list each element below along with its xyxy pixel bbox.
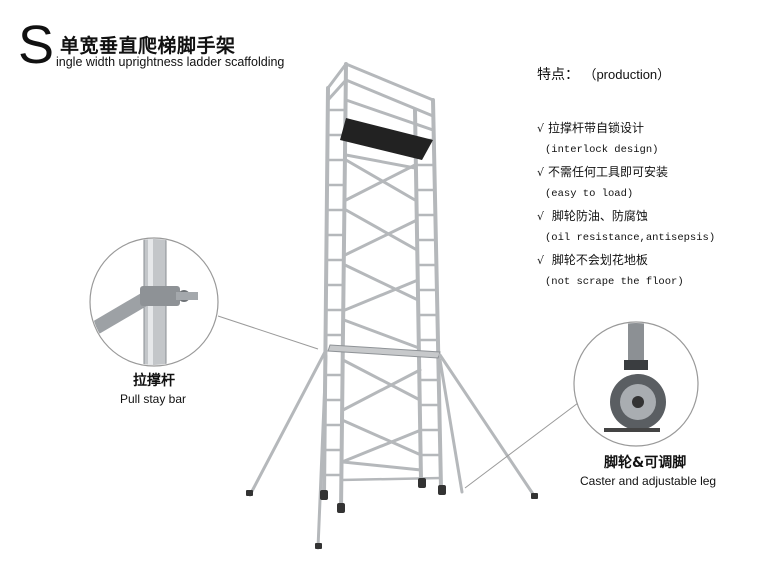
feature-item: √拉撑杆带自锁设计 (interlock design) [537, 117, 767, 161]
caster-detail-circle [573, 321, 699, 447]
feature-cn: √ 脚轮不会划花地板 [537, 249, 767, 271]
feature-item: √ 脚轮防油、防腐蚀 (oil resistance,antisepsis) [537, 205, 767, 249]
ladder-rungs-left [324, 108, 345, 477]
clamp-detail-circle [89, 237, 219, 367]
caster-wheels [246, 478, 538, 549]
feature-en: (interlock design) [545, 144, 659, 156]
check-icon: √ [537, 166, 545, 179]
title-initial-letter: S [18, 15, 55, 75]
caster-label-en: Caster and adjustable leg [580, 474, 717, 488]
pull-stay-bar-label-en: Pull stay bar [120, 392, 187, 406]
feature-en: (oil resistance,antisepsis) [545, 232, 716, 244]
middle-platform [327, 344, 441, 359]
features-heading-cn: 特点： [537, 67, 579, 83]
check-icon: √ [537, 210, 545, 223]
leader-line-caster [464, 399, 583, 489]
caster-label-cn: 脚轮&可调脚 [604, 455, 687, 471]
feature-item: √ 脚轮不会划花地板 (not scrape the floor) [537, 249, 767, 293]
feature-cn-text: 脚轮不会划花地板 [548, 253, 648, 267]
outrigger-stabilizers [248, 348, 537, 550]
feature-en: (easy to load) [545, 188, 634, 200]
check-icon: √ [537, 254, 545, 267]
feature-cn-text: 不需任何工具即可安装 [548, 165, 669, 179]
feature-cn-text: 脚轮防油、防腐蚀 [548, 209, 648, 223]
leader-line-pull-stay [217, 315, 319, 350]
page-title-en: ingle width uprightness ladder scaffoldi… [56, 55, 285, 69]
feature-cn: √ 脚轮防油、防腐蚀 [537, 205, 767, 227]
pull-stay-bar-label-cn: 拉撑杆 [133, 373, 175, 389]
feature-cn-text: 拉撑杆带自锁设计 [548, 121, 645, 135]
feature-cn: √不需任何工具即可安装 [537, 161, 767, 183]
features-list: √拉撑杆带自锁设计 (interlock design) √不需任何工具即可安装… [537, 117, 767, 293]
feature-cn: √拉撑杆带自锁设计 [537, 117, 767, 139]
features-heading-en: （production） [583, 67, 671, 82]
feature-en: (not scrape the floor) [545, 276, 684, 288]
page-title-cn: 单宽垂直爬梯脚手架 [60, 35, 236, 57]
feature-item: √不需任何工具即可安装 (easy to load) [537, 161, 767, 205]
top-platform [340, 118, 433, 160]
features-heading: 特点： （production） [537, 64, 670, 84]
check-icon: √ [537, 122, 545, 135]
